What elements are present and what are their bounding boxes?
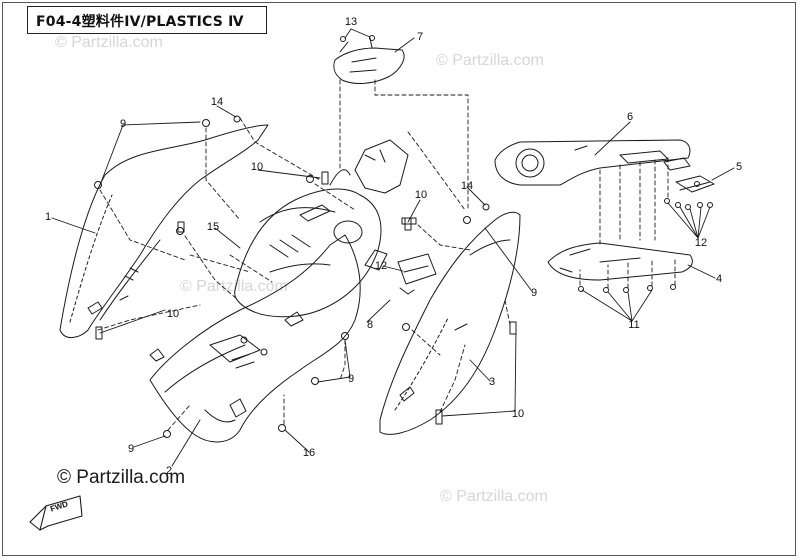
watermark: © Partzilla.com [440, 488, 548, 505]
callout-13: 13 [344, 16, 358, 28]
callout-7: 7 [416, 31, 424, 43]
callout-3: 3 [488, 376, 496, 388]
part-6-rear-fender-bracket [494, 139, 691, 186]
watermark: © Partzilla.com [55, 34, 163, 51]
callout-14: 14 [210, 96, 224, 108]
callout-16: 16 [302, 447, 316, 459]
callout-9: 9 [530, 287, 538, 299]
part-7-top-bracket [333, 37, 405, 84]
part-2-lower-undertray [149, 234, 361, 443]
fastener-group-11 [578, 284, 676, 293]
callout-10: 10 [414, 189, 428, 201]
watermark: © Partzilla.com [436, 52, 544, 69]
part-4-rear-lower-panel [547, 242, 693, 281]
callout-10: 10 [166, 308, 180, 320]
callout-11: 11 [628, 319, 640, 331]
callout-12: 12 [374, 260, 388, 272]
part-15-center-tail-body [234, 139, 409, 318]
callout-8: 8 [366, 319, 374, 331]
callout-10: 10 [511, 408, 525, 420]
callout-12: 12 [694, 237, 708, 249]
fasteners [94, 35, 713, 438]
callout-2: 2 [165, 465, 173, 477]
callout-4: 4 [715, 273, 723, 285]
callout-1: 1 [44, 211, 52, 223]
diagram-title-box: F04-4塑料件IV/PLASTICS Ⅳ [27, 6, 267, 34]
fwd-arrow-icon [29, 495, 83, 531]
watermark: © Partzilla.com [180, 278, 288, 295]
callout-6: 6 [626, 111, 634, 123]
part-8-small-bracket [397, 253, 437, 295]
callout-10: 10 [250, 161, 264, 173]
leader-lines [51, 28, 735, 467]
callout-15: 15 [206, 221, 220, 233]
copyright-text: © Partzilla.com [57, 467, 186, 488]
callout-14: 14 [460, 180, 474, 192]
callout-9: 9 [347, 373, 355, 385]
diagram-title: F04-4塑料件IV/PLASTICS Ⅳ [36, 14, 244, 30]
part-3-right-side-cover [379, 211, 521, 435]
callout-9: 9 [127, 443, 135, 455]
assembly-lines [97, 79, 676, 431]
part-1-left-side-cover [59, 124, 269, 338]
callout-5: 5 [735, 161, 743, 173]
fastener-group-12 [664, 181, 713, 210]
callout-9: 9 [119, 118, 127, 130]
part-5-rear-bracket [663, 157, 715, 193]
